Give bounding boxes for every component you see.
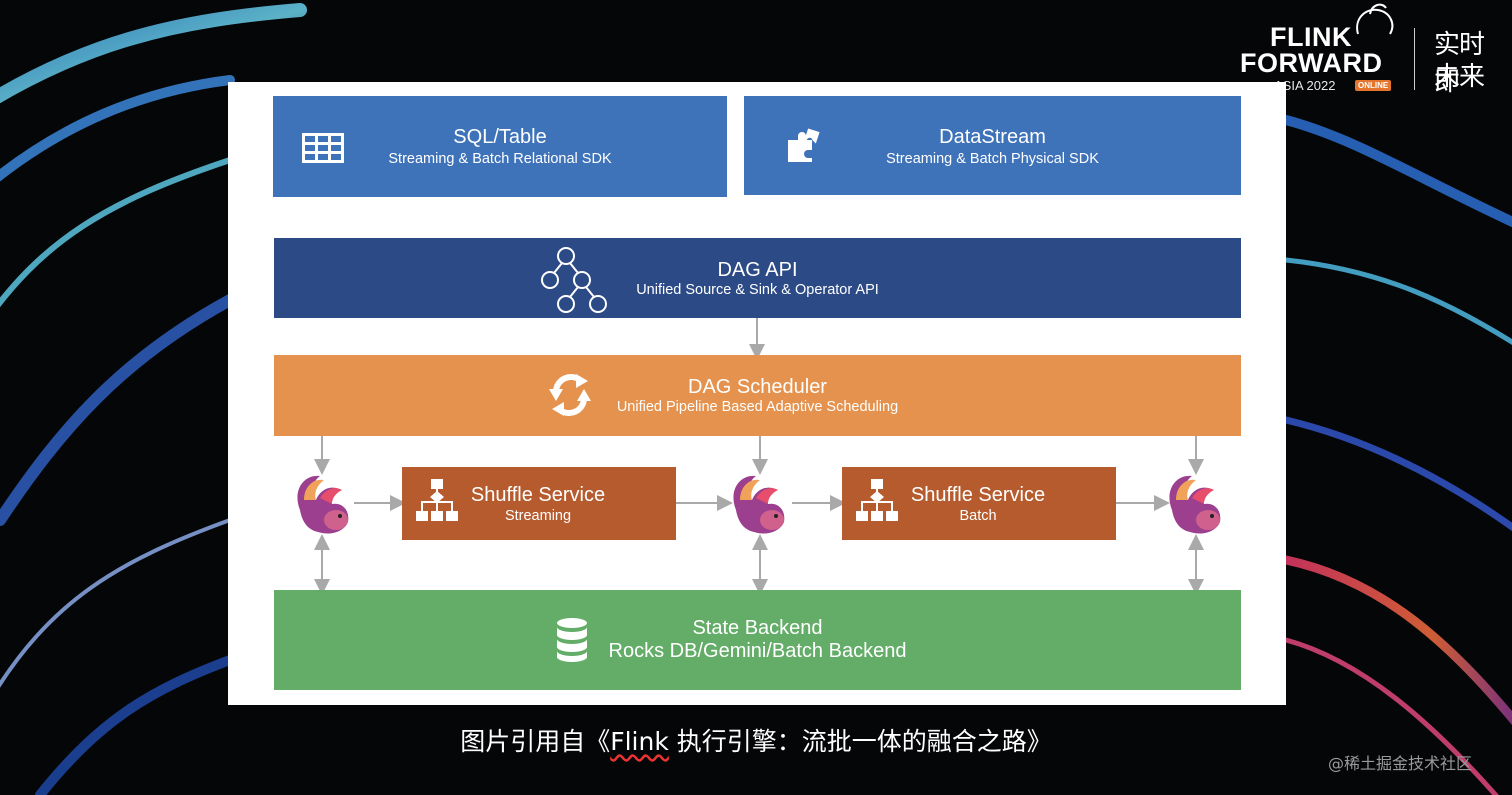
flink-forward-brand: FLINK FORWARD ASIA 2022 ONLINE 实时即 未来 [1238,18,1498,98]
connector-arrows [314,318,1204,595]
sql-table-title: SQL/Table [453,126,547,148]
dag-scheduler-title: DAG Scheduler [688,376,827,398]
dag-api-title: DAG API [717,259,798,281]
brand-squirrel-outline-icon [1356,3,1394,35]
dag-graph-icon [541,247,607,313]
hierarchy-icon [416,479,458,521]
dag-api-subtitle: Unified Source & Sink & Operator API [636,282,879,298]
table-icon [302,133,344,163]
cycle-icon [549,374,591,416]
shuffle-streaming-block: Shuffle Service Streaming [402,467,676,540]
dag-scheduler-subtitle: Unified Pipeline Based Adaptive Scheduli… [616,399,899,415]
caption-suffix: 执行引擎：流批一体的融合之路》 [668,727,1052,756]
brand-asia-2022: ASIA 2022 [1274,78,1336,93]
datastream-subtitle: Streaming & Batch Physical SDK [886,151,1099,167]
flink-squirrel-icon-middle [733,475,785,534]
caption-prefix: 图片引用自《 [460,727,611,756]
state-backend-block: State Backend Rocks DB/Gemini/Batch Back… [274,590,1241,690]
brand-forward: FORWARD [1240,48,1383,78]
database-icon [557,618,587,662]
brand-online-badge: ONLINE [1355,80,1392,91]
hierarchy-icon [856,479,898,521]
dag-scheduler-block: DAG Scheduler Unified Pipeline Based Ada… [274,355,1241,436]
brand-separator [1414,28,1415,90]
state-backend-subtitle: Rocks DB/Gemini/Batch Backend [608,640,907,662]
brand-slogan-line2: 未来 [1434,62,1485,92]
sql-table-block: SQL/Table Streaming & Batch Relational S… [273,96,727,197]
brand-flink: FLINK [1270,22,1352,52]
shuffle-streaming-title: Shuffle Service [470,484,606,506]
shuffle-streaming-subtitle: Streaming [504,508,572,524]
juejin-watermark: @稀土掘金技术社区 [1328,754,1473,773]
architecture-diagram-panel: SQL/Table Streaming & Batch Relational S… [228,82,1286,705]
datastream-title: DataStream [939,126,1046,148]
shuffle-batch-title: Shuffle Service [910,484,1046,506]
sql-table-subtitle: Streaming & Batch Relational SDK [388,151,612,167]
shuffle-batch-subtitle: Batch [959,508,997,524]
flink-squirrel-icon-left [297,475,349,534]
puzzle-icon [788,128,820,162]
shuffle-batch-block: Shuffle Service Batch [842,467,1116,540]
brand-slogan-line1: 实时即 [1434,30,1485,97]
caption-flink-word: Flink [610,727,669,756]
dag-api-block: DAG API Unified Source & Sink & Operator… [274,238,1241,318]
image-caption: 图片引用自《Flink 执行引擎：流批一体的融合之路》 [0,722,1512,758]
state-backend-title: State Backend [692,617,823,639]
datastream-block: DataStream Streaming & Batch Physical SD… [744,96,1241,195]
flink-squirrel-icon-right [1169,475,1221,534]
